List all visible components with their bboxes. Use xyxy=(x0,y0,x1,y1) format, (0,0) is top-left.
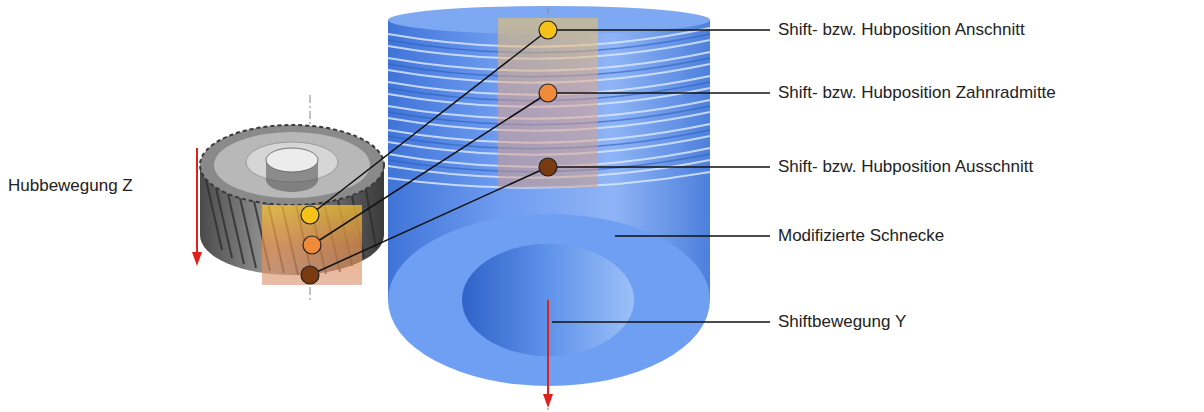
position-label: Shift- bzw. Hubposition Zahnradmitte xyxy=(778,83,1056,103)
position-label: Shift- bzw. Hubposition Ausschnitt xyxy=(778,157,1033,177)
worm-axis xyxy=(548,8,549,18)
motion-label: Hubbewegung Z xyxy=(8,176,133,196)
worm-highlight-band xyxy=(498,18,598,188)
motion-label: Shiftbewegung Y xyxy=(778,312,906,332)
motion-arrow xyxy=(543,300,553,408)
position-dots xyxy=(301,21,557,284)
gear-highlight-band xyxy=(262,205,362,285)
leader-lines xyxy=(310,30,770,322)
motion-arrow xyxy=(192,148,202,266)
worm-axis xyxy=(548,300,549,410)
part-label: Modifizierte Schnecke xyxy=(778,226,944,246)
position-label: Shift- bzw. Hubposition Anschnitt xyxy=(778,20,1025,40)
